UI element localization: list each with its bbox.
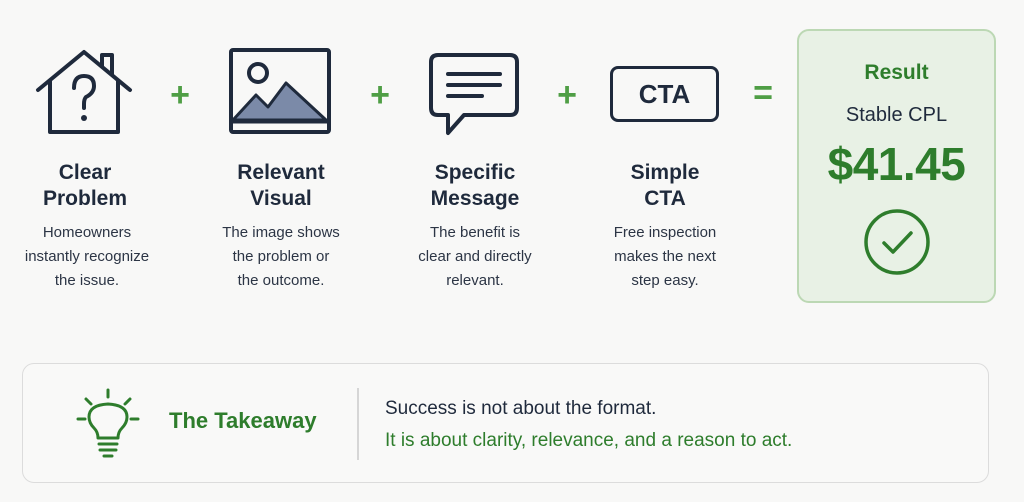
takeaway-line-1: Success is not about the format.: [385, 398, 657, 419]
result-metric: Stable CPL: [845, 104, 948, 126]
takeaway-title: The Takeaway: [169, 408, 317, 433]
image-icon: [228, 47, 332, 135]
lightbulb-icon: [76, 388, 140, 465]
result-value: $41.45: [827, 138, 966, 190]
takeaway-line-2: It is about clarity, relevance, and a re…: [385, 430, 793, 451]
step-title: Clear Problem: [42, 161, 128, 210]
step-description: The image shows the problem or the outco…: [222, 224, 340, 289]
plus-operator: +: [170, 76, 190, 114]
step-description: Homeowners instantly recognize the issue…: [24, 224, 150, 289]
cta-button-icon: CTA: [610, 66, 719, 122]
step-description: The benefit is clear and directly releva…: [418, 224, 532, 289]
plus-operator: +: [557, 76, 577, 114]
step-description: Free inspection makes the next step easy…: [613, 224, 717, 289]
check-circle-icon: [863, 208, 931, 281]
step-title: Specific Message: [430, 161, 520, 210]
plus-operator: +: [370, 76, 390, 114]
takeaway-divider: [357, 388, 359, 460]
speech-bubble-icon: [428, 52, 520, 138]
step-title: Simple CTA: [630, 161, 700, 210]
equals-operator: =: [753, 74, 773, 112]
house-question-icon: [32, 46, 136, 138]
result-label: Result: [864, 61, 929, 84]
cta-icon-text: CTA: [638, 78, 691, 109]
step-title: Relevant Visual: [237, 161, 325, 210]
takeaway-panel: The Takeaway Success is not about the fo…: [22, 363, 989, 483]
result-card: Result Stable CPL $41.45: [797, 29, 996, 303]
